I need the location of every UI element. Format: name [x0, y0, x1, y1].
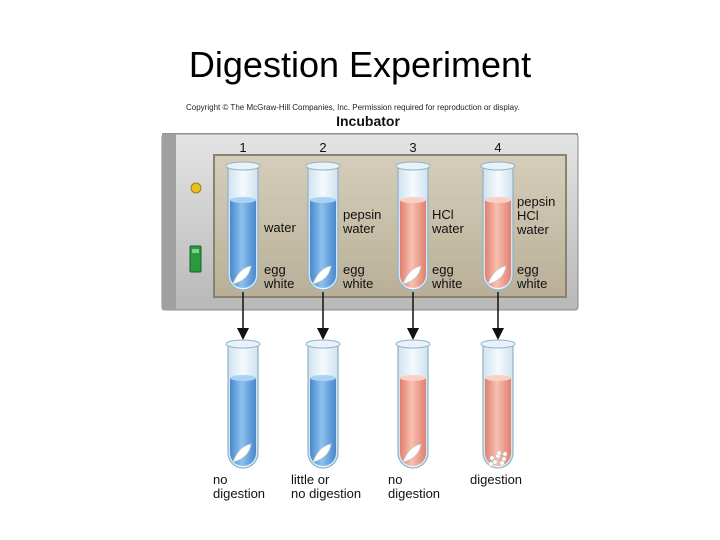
result-tube-liquid-surface [230, 375, 256, 381]
egg-white-label-line: white [263, 276, 294, 291]
result-tube-rim [225, 339, 261, 349]
egg-white-label-line: white [431, 276, 462, 291]
result-tube-egg-fragment [488, 461, 494, 467]
egg-white-label-line: egg [432, 262, 454, 277]
tube-contents-label-line: water [263, 220, 296, 235]
result-label-line: no [213, 472, 227, 487]
incubator-tube-rim [395, 161, 431, 171]
tube-number: 1 [239, 140, 246, 155]
incubator-side [162, 134, 176, 310]
result-tube-liquid-surface [485, 375, 511, 381]
result-tube-egg-fragment [492, 459, 498, 465]
incubator-tube-rim [305, 161, 341, 171]
result-tube-liquid-surface [400, 375, 426, 381]
tube-contents-label-line: pepsin [517, 194, 555, 209]
incubator-tube-liquid-surface [400, 197, 426, 203]
result-label-line: little or [291, 472, 330, 487]
result-label-line: no digestion [291, 486, 361, 501]
result-tube-egg-white [232, 443, 252, 463]
incubator-tube-egg-white [487, 265, 507, 285]
result-label-line: no [388, 472, 402, 487]
tube-number: 2 [319, 140, 326, 155]
incubator-tube-liquid-surface [485, 197, 511, 203]
power-switch-highlight [192, 249, 199, 253]
tube-contents-label-line: water [342, 221, 375, 236]
incubator-tube-egg-white [402, 265, 422, 285]
result-label: digestion [470, 472, 522, 487]
result-tube-liquid-surface [310, 375, 336, 381]
result-tube-egg-fragment [496, 450, 502, 456]
tube-contents-label: water [263, 220, 296, 235]
copyright-notice: Copyright © The McGraw-Hill Companies, I… [186, 103, 520, 112]
tube-number: 4 [494, 140, 501, 155]
result-label-line: digestion [388, 486, 440, 501]
tube-number: 3 [409, 140, 416, 155]
result-tube-egg-fragment [502, 451, 508, 457]
incubator-tube-rim [225, 161, 261, 171]
tube-contents-label-line: water [431, 221, 464, 236]
result-tube-rim [305, 339, 341, 349]
result-tube-egg-fragment [499, 460, 505, 466]
result-tube-egg-fragment [501, 456, 507, 462]
result-label-line: digestion [470, 472, 522, 487]
indicator-light-icon [190, 182, 202, 194]
egg-white-label-line: egg [343, 262, 365, 277]
incubator-tube-liquid-surface [310, 197, 336, 203]
result-tube-rim [480, 339, 516, 349]
incubator-tube-egg-white [232, 265, 252, 285]
result-tube-egg-white [312, 443, 332, 463]
result-label-line: digestion [213, 486, 265, 501]
tube-contents-label-line: pepsin [343, 207, 381, 222]
incubator-tube-rim [480, 161, 516, 171]
incubator-tube-liquid-surface [230, 197, 256, 203]
egg-white-label-line: egg [517, 262, 539, 277]
page-title: Digestion Experiment [188, 44, 532, 85]
result-tube-liquid [485, 378, 511, 466]
egg-white-label-line: white [516, 276, 547, 291]
egg-white-label-line: white [342, 276, 373, 291]
incubator-tube-egg-white [312, 265, 332, 285]
incubator-label: Incubator [336, 113, 400, 129]
tube-contents-label-line: water [516, 222, 549, 237]
result-tube-rim [395, 339, 431, 349]
result-tube-egg-fragment [489, 455, 495, 461]
tube-contents-label-line: HCl [517, 208, 539, 223]
tube-contents-label-line: HCl [432, 207, 454, 222]
egg-white-label-line: egg [264, 262, 286, 277]
result-tube-egg-white [402, 443, 422, 463]
